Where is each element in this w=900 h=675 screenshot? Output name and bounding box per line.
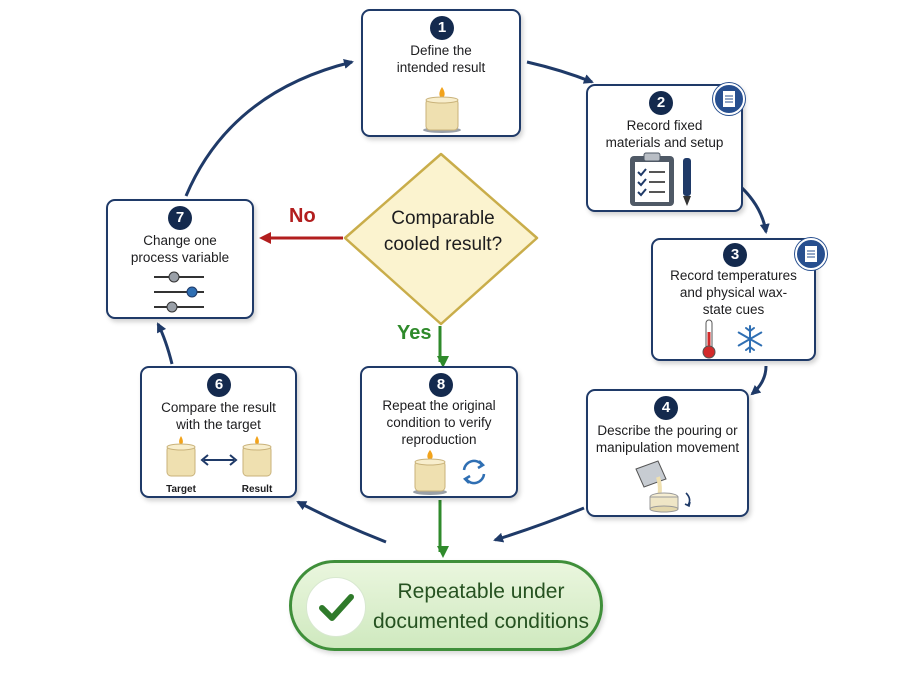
clipboard-icon — [630, 152, 674, 206]
checkmark-icon — [306, 577, 366, 637]
pen-icon — [683, 158, 691, 206]
step-label: Change one process variable — [130, 233, 230, 265]
arrow-outcome-to-6 — [296, 500, 387, 544]
step-number-badge: 2 — [649, 91, 673, 115]
step-2-record-materials: 2 Record fixed materials and setup — [586, 83, 745, 212]
candle-icon — [166, 436, 196, 477]
refresh-icon — [462, 459, 486, 485]
step-7-change-variable: 7 Change one process variable — [106, 199, 254, 319]
target-caption: Target — [166, 484, 196, 495]
arrow-1-to-2 — [526, 60, 594, 84]
candle-icon — [423, 87, 461, 133]
candle-icon — [413, 450, 447, 495]
step-6-compare-result: 6 Compare the result with the target Tar… — [140, 366, 297, 498]
step-label: Record fixed materials and setup — [605, 118, 724, 150]
step-number-badge: 4 — [654, 396, 678, 420]
step-number-badge: 3 — [723, 243, 747, 267]
step-number-badge: 8 — [429, 373, 453, 397]
snowflake-icon — [737, 325, 763, 353]
decision-question: Comparable cooled result? — [383, 208, 503, 255]
outcome-repeatable: Repeatable under documented conditions — [289, 560, 603, 651]
step-8-repeat-condition: 8 Repeat the original condition to verif… — [360, 366, 518, 498]
arrow-7-to-1 — [184, 59, 354, 197]
step-label: Repeat the original condition to verify … — [382, 398, 496, 447]
step-1-define-result: 1 Define the intended result — [361, 9, 521, 137]
arrow-4-to-outcome — [493, 506, 585, 543]
step-number-badge: 7 — [168, 206, 192, 230]
arrow-2-to-3 — [739, 185, 770, 234]
double-arrow-icon — [200, 454, 238, 466]
document-icon — [795, 238, 827, 270]
branch-label-yes: Yes — [397, 322, 432, 344]
candle-icon — [242, 436, 272, 477]
outcome-label: Repeatable under documented conditions — [373, 580, 589, 633]
thermometer-icon — [702, 319, 716, 359]
step-number-badge: 1 — [430, 16, 454, 40]
pouring-pitcher-icon — [635, 460, 691, 513]
document-icon — [713, 83, 745, 115]
decision-diamond — [343, 152, 539, 326]
step-number-badge: 6 — [207, 373, 231, 397]
step-3-record-temperatures: 3 Record temperatures and physical wax- … — [651, 238, 827, 361]
step-label: Compare the result with the target — [161, 400, 276, 432]
step-label: Define the intended result — [396, 43, 486, 75]
step-label: Record temperatures and physical wax- st… — [670, 268, 797, 317]
sliders-icon — [154, 271, 204, 313]
step-4-describe-pouring: 4 Describe the pouring or manipulation m… — [586, 389, 749, 517]
result-caption: Result — [241, 484, 273, 495]
arrow-3-to-4 — [750, 365, 768, 396]
branch-label-no: No — [289, 205, 316, 227]
arrow-6-to-7 — [156, 322, 174, 365]
step-label: Describe the pouring or manipulation mov… — [595, 423, 740, 455]
